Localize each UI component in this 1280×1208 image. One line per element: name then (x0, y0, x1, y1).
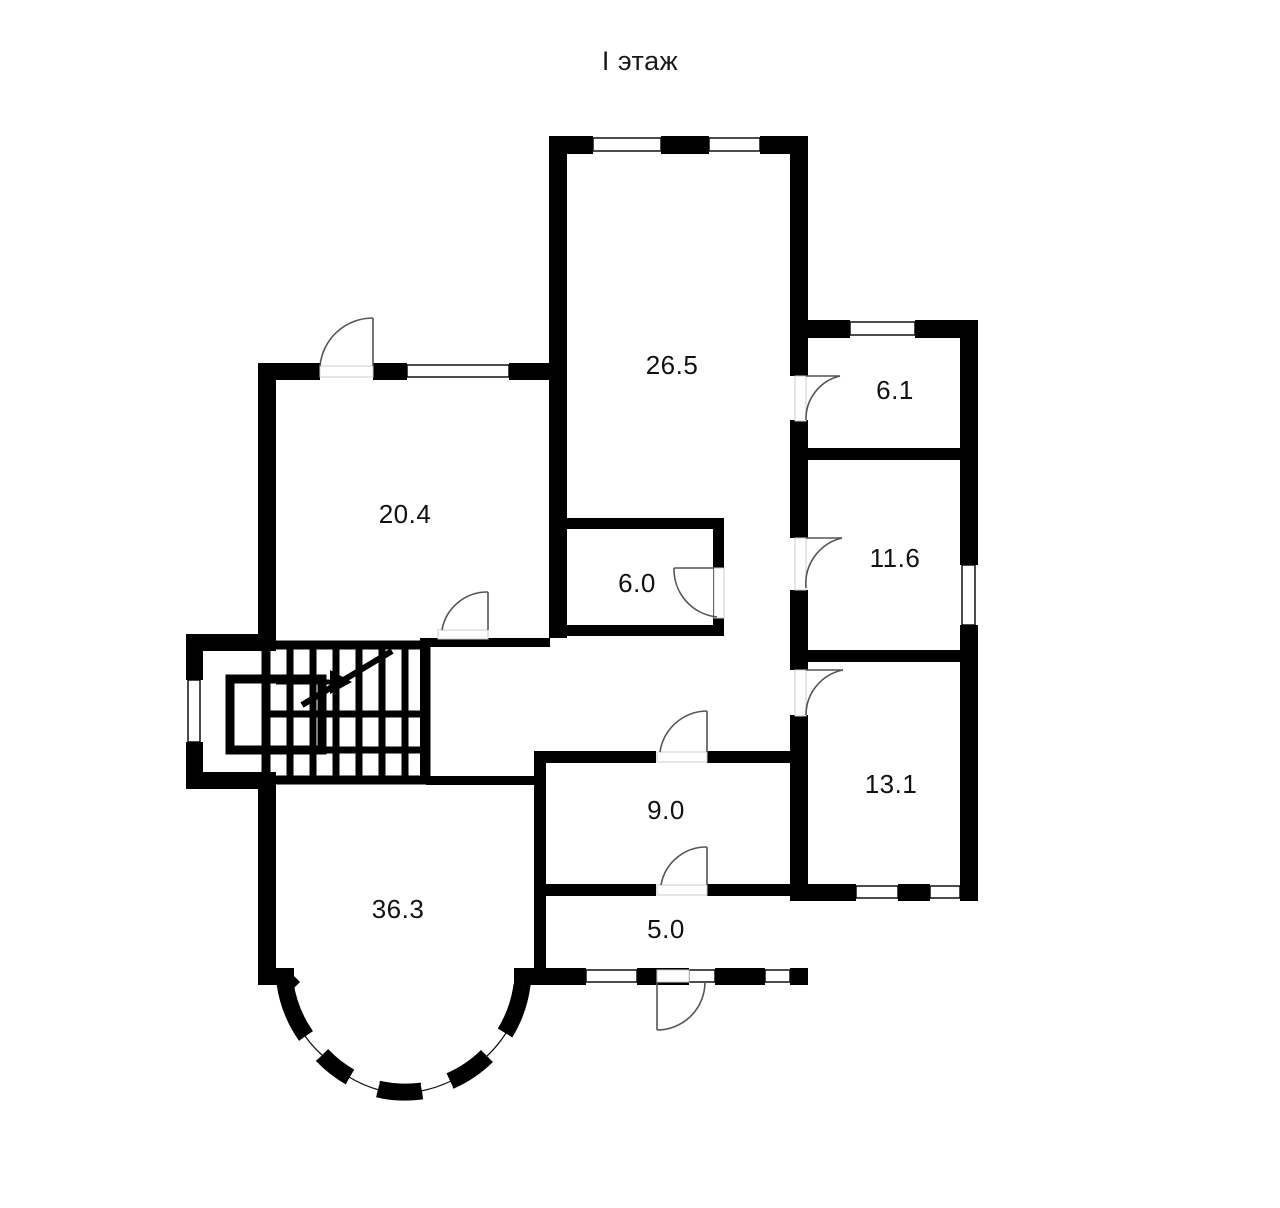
wall-9-0-5-0-divider-a (534, 884, 656, 896)
doors (319, 317, 844, 1031)
wall-stair-bottom (186, 772, 276, 789)
door-20-4-inner (437, 591, 489, 640)
staircase (225, 638, 431, 785)
wall-top-26-5-mid (661, 136, 709, 154)
wall-top-20-4-b (373, 363, 407, 380)
room-area-20-4: 20.4 (379, 499, 432, 529)
room-area-36-3: 36.3 (372, 894, 425, 924)
room-area-6-1: 6.1 (876, 375, 914, 405)
door-13-1 (794, 669, 844, 717)
window-right-exterior (961, 564, 976, 626)
bay-arc-seg-3 (376, 1080, 424, 1101)
door-6-0 (673, 567, 725, 619)
bay-arc-seg-4 (446, 1049, 493, 1089)
wall-stair-right-edge (420, 638, 429, 783)
room-area-13-1: 13.1 (865, 769, 918, 799)
room-area-11-6: 11.6 (870, 543, 921, 573)
window-bottom-b (688, 969, 716, 983)
wall-left-exterior-lower (258, 786, 276, 976)
room-area-6-0: 6.0 (618, 568, 656, 598)
bay-window-seg-1-out (304, 1035, 324, 1057)
wall-left-26-5 (549, 136, 567, 368)
wall-bay-right-stub (514, 968, 538, 985)
window-bottom-a (585, 969, 638, 983)
bay-window-seg-2-out (348, 1076, 380, 1091)
bay-window-seg-4-out (485, 1032, 507, 1058)
door-11-6 (794, 537, 843, 591)
bay-arc-seg-1 (276, 981, 314, 1041)
room-area-26-5: 26.5 (646, 350, 699, 380)
wall-bottom-right-c (960, 884, 978, 901)
window-top-26-5-a (592, 137, 662, 152)
window-bottom-right-a (855, 885, 899, 899)
wall-interior-6-1-11-6 (790, 448, 970, 460)
wall-left-exterior-upper (258, 363, 276, 638)
window-bottom-right-b (929, 885, 961, 899)
bay-window-seg-4 (482, 1029, 511, 1061)
curved-bay-window (276, 968, 538, 1101)
wall-9-0-5-0-divider-b (707, 884, 808, 896)
room-area-9-0: 9.0 (647, 795, 685, 825)
wall-bottom-right-a (808, 884, 856, 901)
door-6-1 (794, 375, 841, 422)
window-stair-left (187, 679, 201, 743)
wall-stair-left-lower (186, 742, 203, 789)
wall-center-vertical-upper (549, 363, 567, 638)
wall-9-0-left (534, 751, 546, 976)
stair-break-line (300, 648, 394, 708)
stair-direction-arrow (276, 670, 352, 694)
wall-stair-left-upper (186, 634, 203, 680)
wall-top-26-5-right (760, 136, 798, 154)
wall-36-3-top (426, 638, 550, 647)
bay-window-seg-3-out (420, 1080, 452, 1092)
wall-vertical-790-b (790, 420, 808, 538)
window-top-20-4 (406, 364, 510, 378)
wall-9-0-top-a (534, 751, 656, 763)
window-top-right-wing (849, 321, 916, 336)
wall-6-0-bottom (549, 625, 724, 636)
wall-right-exterior-upper (960, 320, 978, 565)
page-title: I этаж (601, 46, 679, 76)
interior-thin-walls (426, 638, 550, 785)
exterior-walls (186, 136, 978, 985)
wall-right-exterior-lower (960, 625, 978, 893)
stair-landing-lines (266, 710, 426, 754)
bay-arc-seg-2 (315, 1048, 355, 1085)
wall-vertical-790-a (790, 320, 808, 376)
window-bottom-c (764, 969, 791, 983)
door-main-entry (656, 969, 706, 1031)
door-20-4-entry (319, 317, 374, 378)
window-top-26-5-b (708, 137, 761, 152)
bay-arc-seg-5 (497, 983, 531, 1038)
wall-vertical-790-d (790, 715, 808, 901)
wall-bottom-a (534, 968, 586, 985)
wall-9-0-top-b (707, 751, 808, 763)
wall-bottom-right-b (898, 884, 930, 901)
wall-6-0-top (549, 518, 724, 529)
door-9-0-5-0 (656, 846, 708, 896)
bay-window-seg-2 (346, 1071, 380, 1096)
door-9-0-top (656, 710, 708, 763)
wall-corridor-bottom (426, 776, 536, 785)
wall-right-26-5 (790, 136, 808, 322)
wall-interior-11-6-13-1 (790, 650, 970, 662)
room-labels: 26.5 20.4 6.0 6.1 11.6 13.1 9.0 5.0 36.3 (372, 350, 921, 944)
wall-bottom-c (715, 968, 765, 985)
room-area-5-0: 5.0 (647, 914, 685, 944)
bay-connector-left (279, 969, 301, 991)
wall-stair-top (186, 634, 276, 651)
wall-bottom-d (790, 968, 808, 985)
